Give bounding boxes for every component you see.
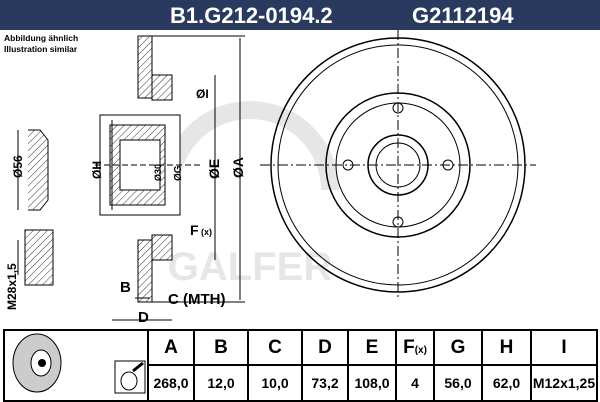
part-number: B1.G212-0194.2 bbox=[170, 3, 333, 28]
col-E-value: 108,0 bbox=[347, 364, 397, 402]
col-E-header: E bbox=[347, 329, 397, 366]
disc-section-view bbox=[95, 35, 245, 321]
col-D-header: D bbox=[301, 329, 349, 366]
note-de: Abbildung ähnlich bbox=[4, 33, 79, 43]
label-dia-G: ØG bbox=[173, 165, 184, 181]
col-F-suffix: (x) bbox=[414, 344, 427, 356]
label-Fx: (x) bbox=[201, 227, 212, 237]
col-C-value: 10,0 bbox=[247, 364, 303, 402]
galfer-watermark: GALFER bbox=[161, 101, 339, 289]
disc-thumbnail-cell bbox=[3, 329, 149, 402]
col-G-value: 56,0 bbox=[433, 364, 483, 402]
svg-text:GALFER: GALFER bbox=[168, 245, 333, 289]
col-H-header: H bbox=[481, 329, 532, 366]
label-B: B bbox=[120, 279, 131, 296]
col-F-header: F(x) bbox=[395, 329, 435, 366]
col-A-value: 268,0 bbox=[147, 364, 195, 402]
col-I-header: I bbox=[530, 329, 598, 366]
label-dia-30: Ø30 bbox=[153, 164, 163, 181]
label-dia-I: ØI bbox=[196, 87, 209, 101]
spec-table: A B C D E F(x) G H I 268,0 12,0 10,0 73,… bbox=[3, 329, 598, 402]
col-G-header: G bbox=[433, 329, 483, 366]
disc-thumbnail-icon bbox=[12, 333, 146, 394]
col-B-header: B bbox=[193, 329, 249, 366]
header-bar: B1.G212-0194.2 G2112194 bbox=[0, 0, 600, 30]
col-D-value: 73,2 bbox=[301, 364, 349, 402]
col-F-key: F bbox=[403, 336, 415, 358]
hub-cap-view bbox=[17, 129, 54, 286]
note-en: Illustration similar bbox=[4, 44, 78, 54]
col-I-value: M12x1,25 bbox=[530, 364, 598, 402]
label-D: D bbox=[138, 309, 149, 326]
label-C: C (MTH) bbox=[168, 291, 225, 308]
technical-drawing: GALFER ØI ØH Ø30 ØG ØE ØA F (x) B C (MTH… bbox=[5, 30, 536, 326]
col-A-header: A bbox=[147, 329, 195, 366]
label-thread: M28x1,5 bbox=[5, 263, 19, 310]
label-dia-H: ØH bbox=[90, 161, 104, 179]
label-dia-E: ØE bbox=[206, 159, 222, 179]
col-H-value: 62,0 bbox=[481, 364, 532, 402]
col-C-header: C bbox=[247, 329, 303, 366]
col-B-value: 12,0 bbox=[193, 364, 249, 402]
illustration-note: Abbildung ähnlich Illustration similar bbox=[4, 33, 78, 55]
col-F-value: 4 bbox=[395, 364, 435, 402]
disc-front-view bbox=[260, 30, 536, 300]
label-dia-A: ØA bbox=[230, 157, 246, 178]
product-code: G2112194 bbox=[412, 3, 514, 28]
label-F: F bbox=[190, 222, 199, 238]
